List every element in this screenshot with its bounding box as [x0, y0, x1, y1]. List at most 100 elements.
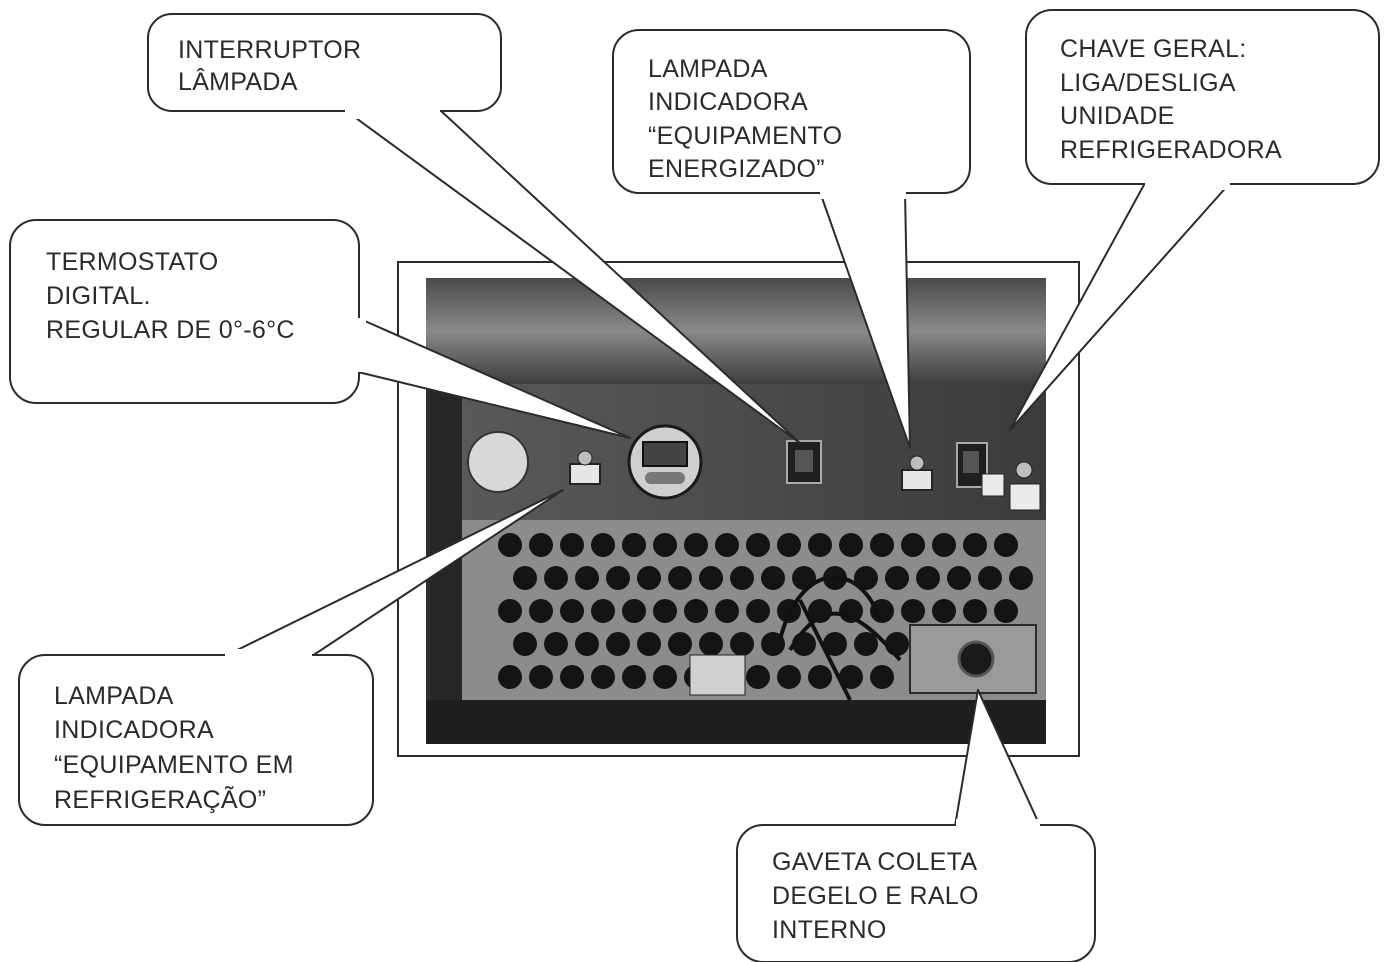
ventilation-hole [761, 566, 785, 590]
ventilation-hole [591, 533, 615, 557]
ventilation-hole [591, 665, 615, 689]
ventilation-hole [684, 599, 708, 623]
indicator-lamp-refrigeration-bulb [577, 450, 593, 466]
callout-label: LAMPADA INDICADORA “EQUIPAMENTO ENERGIZA… [648, 55, 850, 183]
ventilation-hole [560, 533, 584, 557]
ventilation-hole [823, 632, 847, 656]
ventilation-hole [684, 533, 708, 557]
callout-line: GAVETA COLETA [772, 848, 977, 876]
indicator-lamp-refrigeration[interactable] [569, 463, 601, 485]
callout-line: INDICADORA [648, 88, 808, 116]
ventilation-holes [498, 533, 1033, 689]
power-symbol-plate [981, 473, 1005, 497]
ventilation-hole [498, 533, 522, 557]
callout-line: INTERRUPTOR [178, 36, 361, 64]
ventilation-hole [777, 533, 801, 557]
ventilation-hole [932, 599, 956, 623]
callout-label: INTERRUPTOR LÂMPADA [178, 36, 369, 96]
callout-line: DIGITAL. [46, 282, 151, 310]
ventilation-hole [529, 599, 553, 623]
callout-box [18, 654, 374, 826]
ventilation-hole [622, 665, 646, 689]
ventilation-hole [839, 533, 863, 557]
callout-line: DEGELO E RALO [772, 882, 979, 910]
indicator-lamp-energized[interactable] [901, 469, 933, 491]
callout-line: ENERGIZADO” [648, 155, 825, 183]
ventilation-hole [498, 665, 522, 689]
ventilation-hole [560, 599, 584, 623]
callout-box [147, 13, 502, 112]
callout-line: LÂMPADA [178, 67, 298, 96]
panel-photo [397, 261, 1080, 757]
callout-line: INDICADORA [54, 716, 214, 744]
callout-label: TERMOSTATO DIGITAL. REGULAR DE 0°-6°C [46, 248, 295, 344]
callout-box [736, 824, 1096, 962]
ventilation-hole [808, 665, 832, 689]
callout-termostato: TERMOSTATO DIGITAL. REGULAR DE 0°-6°C [9, 219, 631, 439]
wiring-harness [778, 575, 902, 701]
ventilation-hole [854, 566, 878, 590]
ventilation-hole [715, 533, 739, 557]
ventilation-hole [870, 665, 894, 689]
ventilation-hole [730, 566, 754, 590]
indicator-lamp-energized-bulb [909, 455, 925, 471]
ventilation-hole [498, 599, 522, 623]
ventilation-hole [668, 566, 692, 590]
callout-lampada-energizado: LAMPADA INDICADORA “EQUIPAMENTO ENERGIZA… [612, 29, 971, 449]
drain-knob [957, 640, 995, 678]
ventilation-hole [622, 533, 646, 557]
callout-line: LAMPADA [54, 682, 174, 710]
ventilation-hole [699, 566, 723, 590]
ventilation-hole [746, 599, 770, 623]
ventilation-hole [653, 533, 677, 557]
ventilation-hole [978, 566, 1002, 590]
callout-label: GAVETA COLETA DEGELO E RALO INTERNO [772, 848, 986, 944]
ventilation-hole [870, 599, 894, 623]
ventilation-hole [653, 599, 677, 623]
ventilation-hole [637, 566, 661, 590]
callout-line: “EQUIPAMENTO [648, 122, 842, 150]
lamp-switch-rocker [795, 450, 813, 472]
ventilation-hole [901, 533, 925, 557]
ventilation-hole [932, 533, 956, 557]
ventilation-hole [591, 599, 615, 623]
ventilation-hole [575, 566, 599, 590]
callout-box [9, 219, 360, 404]
ventilation-hole [746, 533, 770, 557]
ventilation-hole [916, 566, 940, 590]
ventilation-hole [901, 599, 925, 623]
callout-line: LAMPADA [648, 55, 768, 83]
ventilation-hole [994, 599, 1018, 623]
callout-line: REFRIGERADORA [1060, 136, 1282, 164]
ventilation-hole [637, 632, 661, 656]
ventilation-hole [529, 665, 553, 689]
ventilation-hole [839, 665, 863, 689]
ventilation-hole [1009, 566, 1033, 590]
callout-line: REGULAR DE 0°-6°C [46, 316, 295, 344]
callout-line: INTERNO [772, 916, 887, 944]
ventilation-hole [854, 632, 878, 656]
ventilation-hole [622, 599, 646, 623]
ventilation-hole [947, 566, 971, 590]
top-rail [426, 278, 1046, 384]
callout-interruptor-lampada: INTERRUPTOR LÂMPADA [147, 13, 801, 444]
ventilation-hole [746, 665, 770, 689]
ventilation-hole [544, 632, 568, 656]
ventilation-hole [777, 665, 801, 689]
callout-line: LIGA/DESLIGA [1060, 69, 1236, 97]
main-switch-rocker [963, 451, 979, 473]
ventilation-hole [606, 632, 630, 656]
ventilation-hole [963, 533, 987, 557]
terminal-label [689, 654, 746, 696]
ventilation-hole [994, 533, 1018, 557]
ventilation-hole [575, 632, 599, 656]
ventilation-hole [963, 599, 987, 623]
callout-label: LAMPADA INDICADORA “EQUIPAMENTO EM REFRI… [54, 682, 301, 814]
ventilation-hole [715, 599, 739, 623]
callout-lampada-refrigeracao: LAMPADA INDICADORA “EQUIPAMENTO EM REFRI… [18, 489, 564, 826]
callout-line: “EQUIPAMENTO EM [54, 751, 294, 779]
ventilation-hole [808, 533, 832, 557]
small-knob [1015, 461, 1033, 479]
fan-symbol-plate [1009, 483, 1041, 511]
